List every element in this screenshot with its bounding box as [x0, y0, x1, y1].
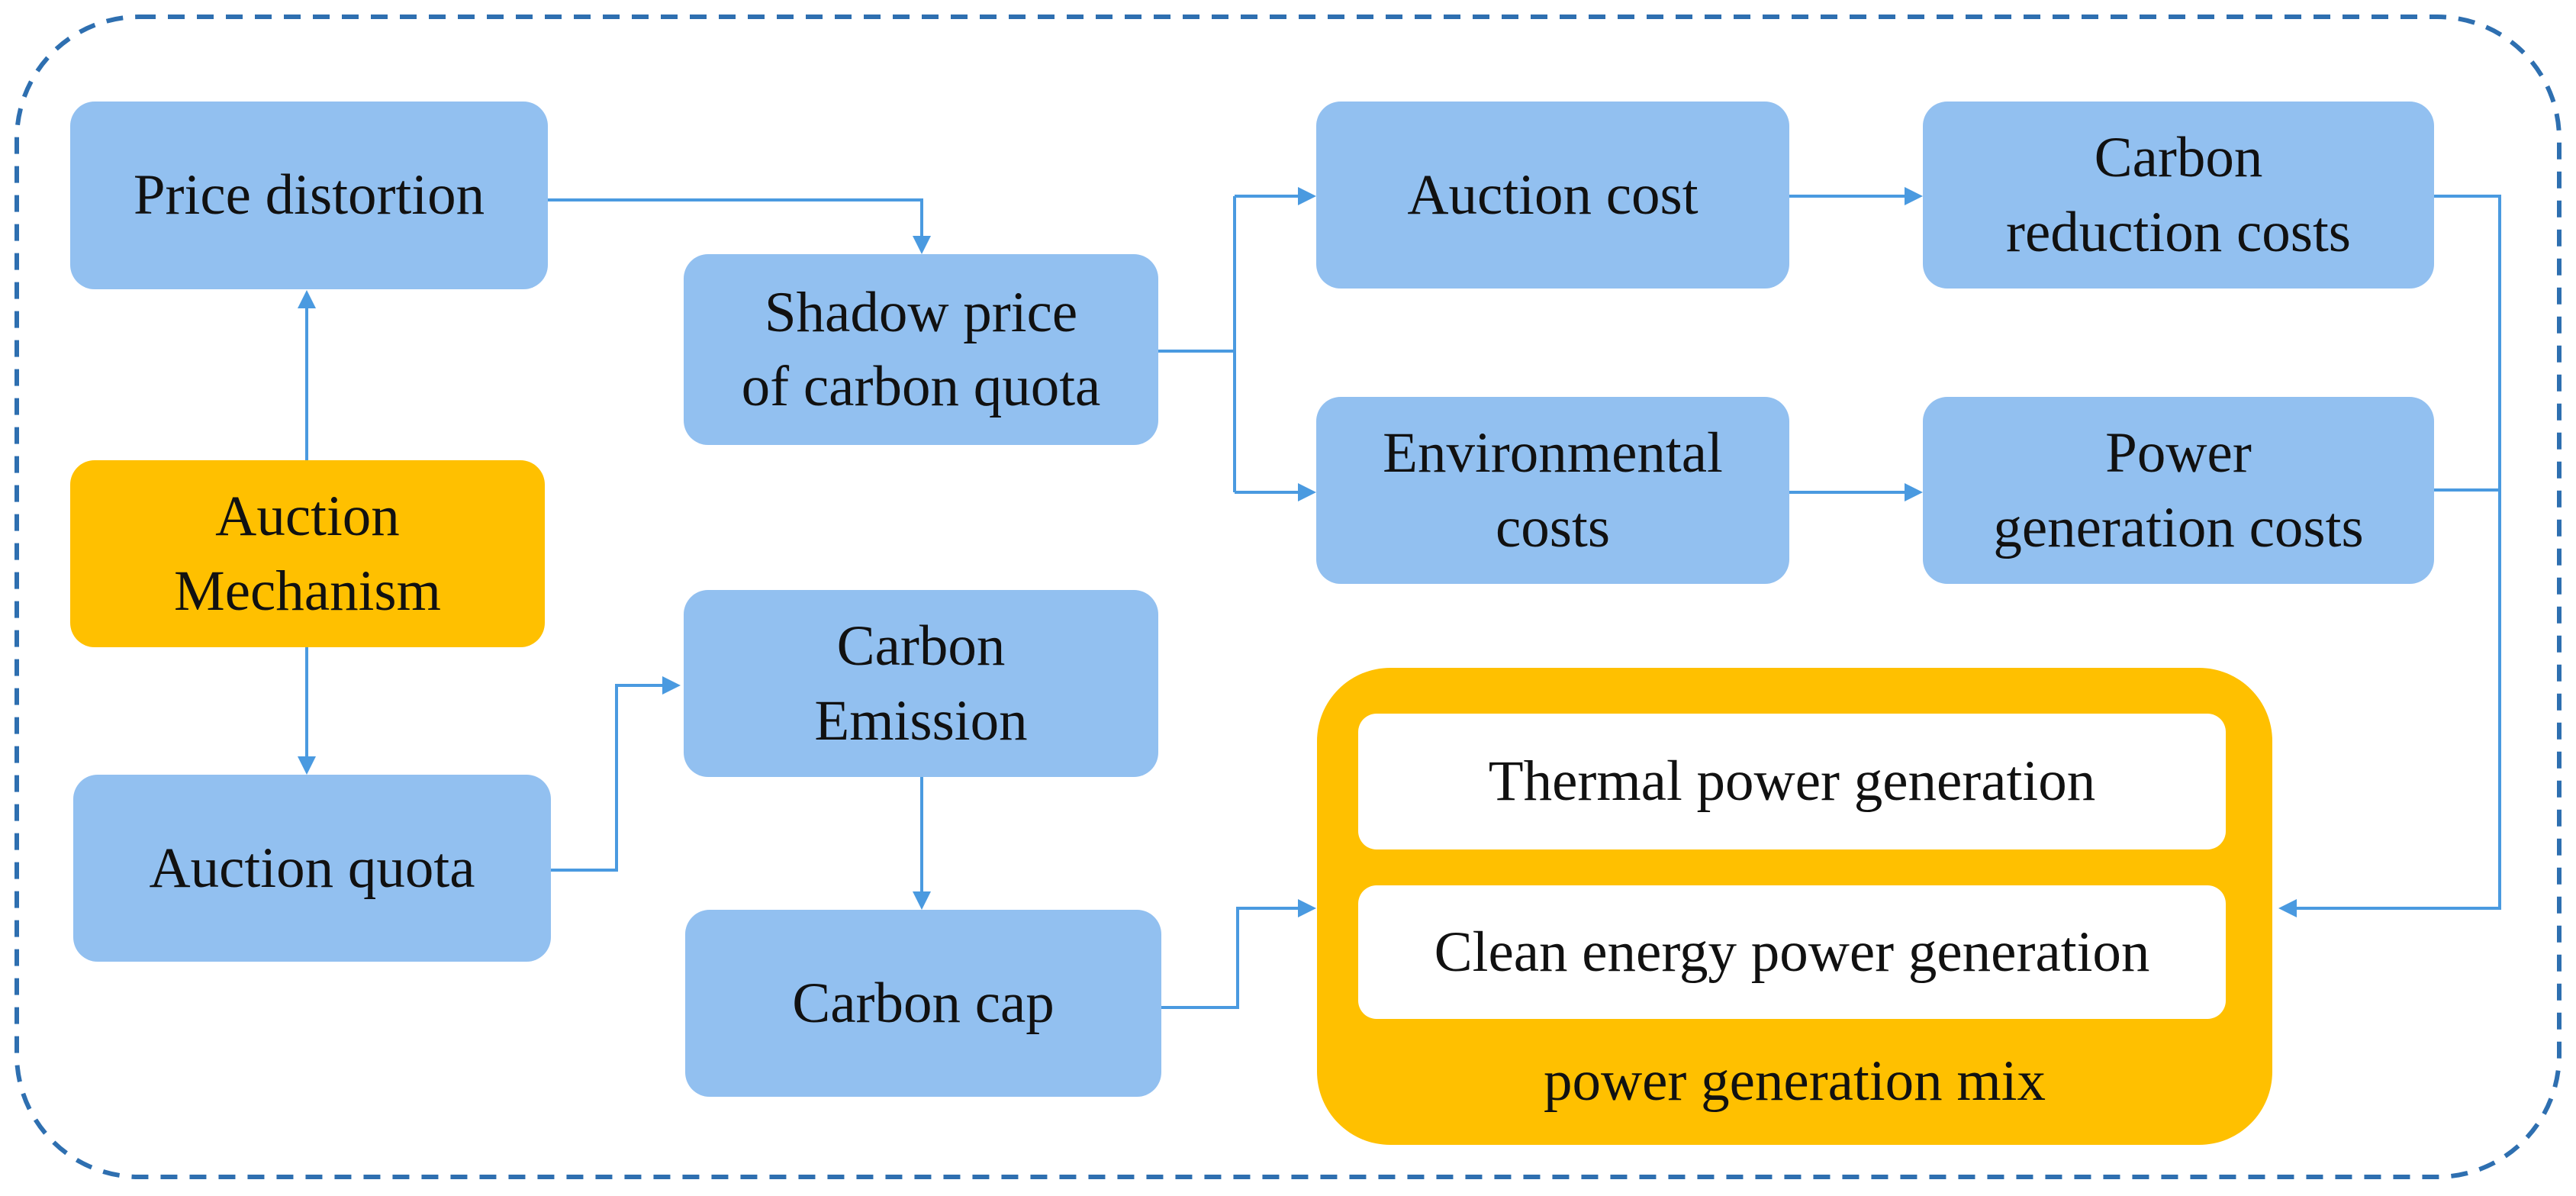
arrow-shadow-to-auction-cost-head	[1298, 187, 1316, 205]
arrow-cap-to-mix	[1161, 907, 1301, 1009]
arrow-costs-to-mix	[2294, 195, 2501, 910]
node-carbon-cap-label: Carbon cap	[792, 971, 1055, 1035]
arrow-emission-to-cap-head	[913, 891, 931, 910]
arrow-shadow-to-environmental-head	[1298, 483, 1316, 501]
node-auction-quota: Auction quota	[73, 775, 551, 962]
node-price-distortion: Price distortion	[70, 102, 548, 289]
node-environmental-costs: Environmental costs	[1316, 397, 1789, 584]
arrow-mechanism-to-quota-head	[298, 756, 316, 775]
node-auction-mechanism-line2: Mechanism	[174, 559, 441, 623]
node-clean-energy-power-generation: Clean energy power generation	[1358, 885, 2226, 1019]
node-power-generation-costs-line1: Power	[2105, 421, 2252, 485]
arrow-auction-to-reduction-head	[1905, 187, 1923, 205]
node-carbon-reduction-line2: reduction costs	[2006, 200, 2351, 264]
node-carbon-emission: Carbon Emission	[684, 590, 1158, 777]
node-clean-label: Clean energy power generation	[1434, 920, 2150, 984]
arrow-quota-to-emission	[551, 684, 665, 872]
node-auction-mechanism-line1: Auction	[215, 485, 400, 548]
node-carbon-reduction-costs: Carbon reduction costs	[1923, 102, 2434, 289]
node-carbon-reduction-line1: Carbon	[2094, 126, 2263, 189]
arrow-price-to-shadow-head	[913, 236, 931, 254]
power-generation-mix-label: power generation mix	[1543, 1049, 2046, 1113]
node-carbon-emission-line1: Carbon	[836, 614, 1006, 678]
arrow-cap-to-mix-head	[1298, 899, 1316, 917]
node-power-generation-costs: Power generation costs	[1923, 397, 2434, 584]
arrow-costs-to-mix-head	[2278, 899, 2297, 917]
node-shadow-price: Shadow price of carbon quota	[684, 254, 1158, 445]
node-auction-cost: Auction cost	[1316, 102, 1789, 289]
node-auction-cost-label: Auction cost	[1407, 163, 1699, 227]
node-thermal-label: Thermal power generation	[1488, 750, 2096, 814]
node-auction-mechanism: Auction Mechanism	[70, 460, 545, 647]
node-environmental-costs-line2: costs	[1496, 495, 1610, 559]
arrow-price-to-shadow	[548, 198, 923, 239]
node-shadow-price-line1: Shadow price	[764, 280, 1078, 344]
node-auction-quota-label: Auction quota	[149, 836, 475, 900]
node-power-generation-costs-line2: generation costs	[1993, 495, 2364, 559]
node-carbon-emission-line2: Emission	[814, 688, 1028, 753]
node-thermal-power-generation: Thermal power generation	[1358, 714, 2226, 849]
node-shadow-price-line2: of carbon quota	[741, 355, 1101, 418]
arrow-quota-to-emission-head	[662, 676, 681, 695]
node-price-distortion-label: Price distortion	[133, 163, 485, 227]
arrow-environmental-to-power-head	[1905, 483, 1923, 501]
node-environmental-costs-line1: Environmental	[1383, 421, 1723, 485]
node-carbon-cap: Carbon cap	[685, 910, 1161, 1097]
arrow-mechanism-to-price-head	[298, 290, 316, 308]
